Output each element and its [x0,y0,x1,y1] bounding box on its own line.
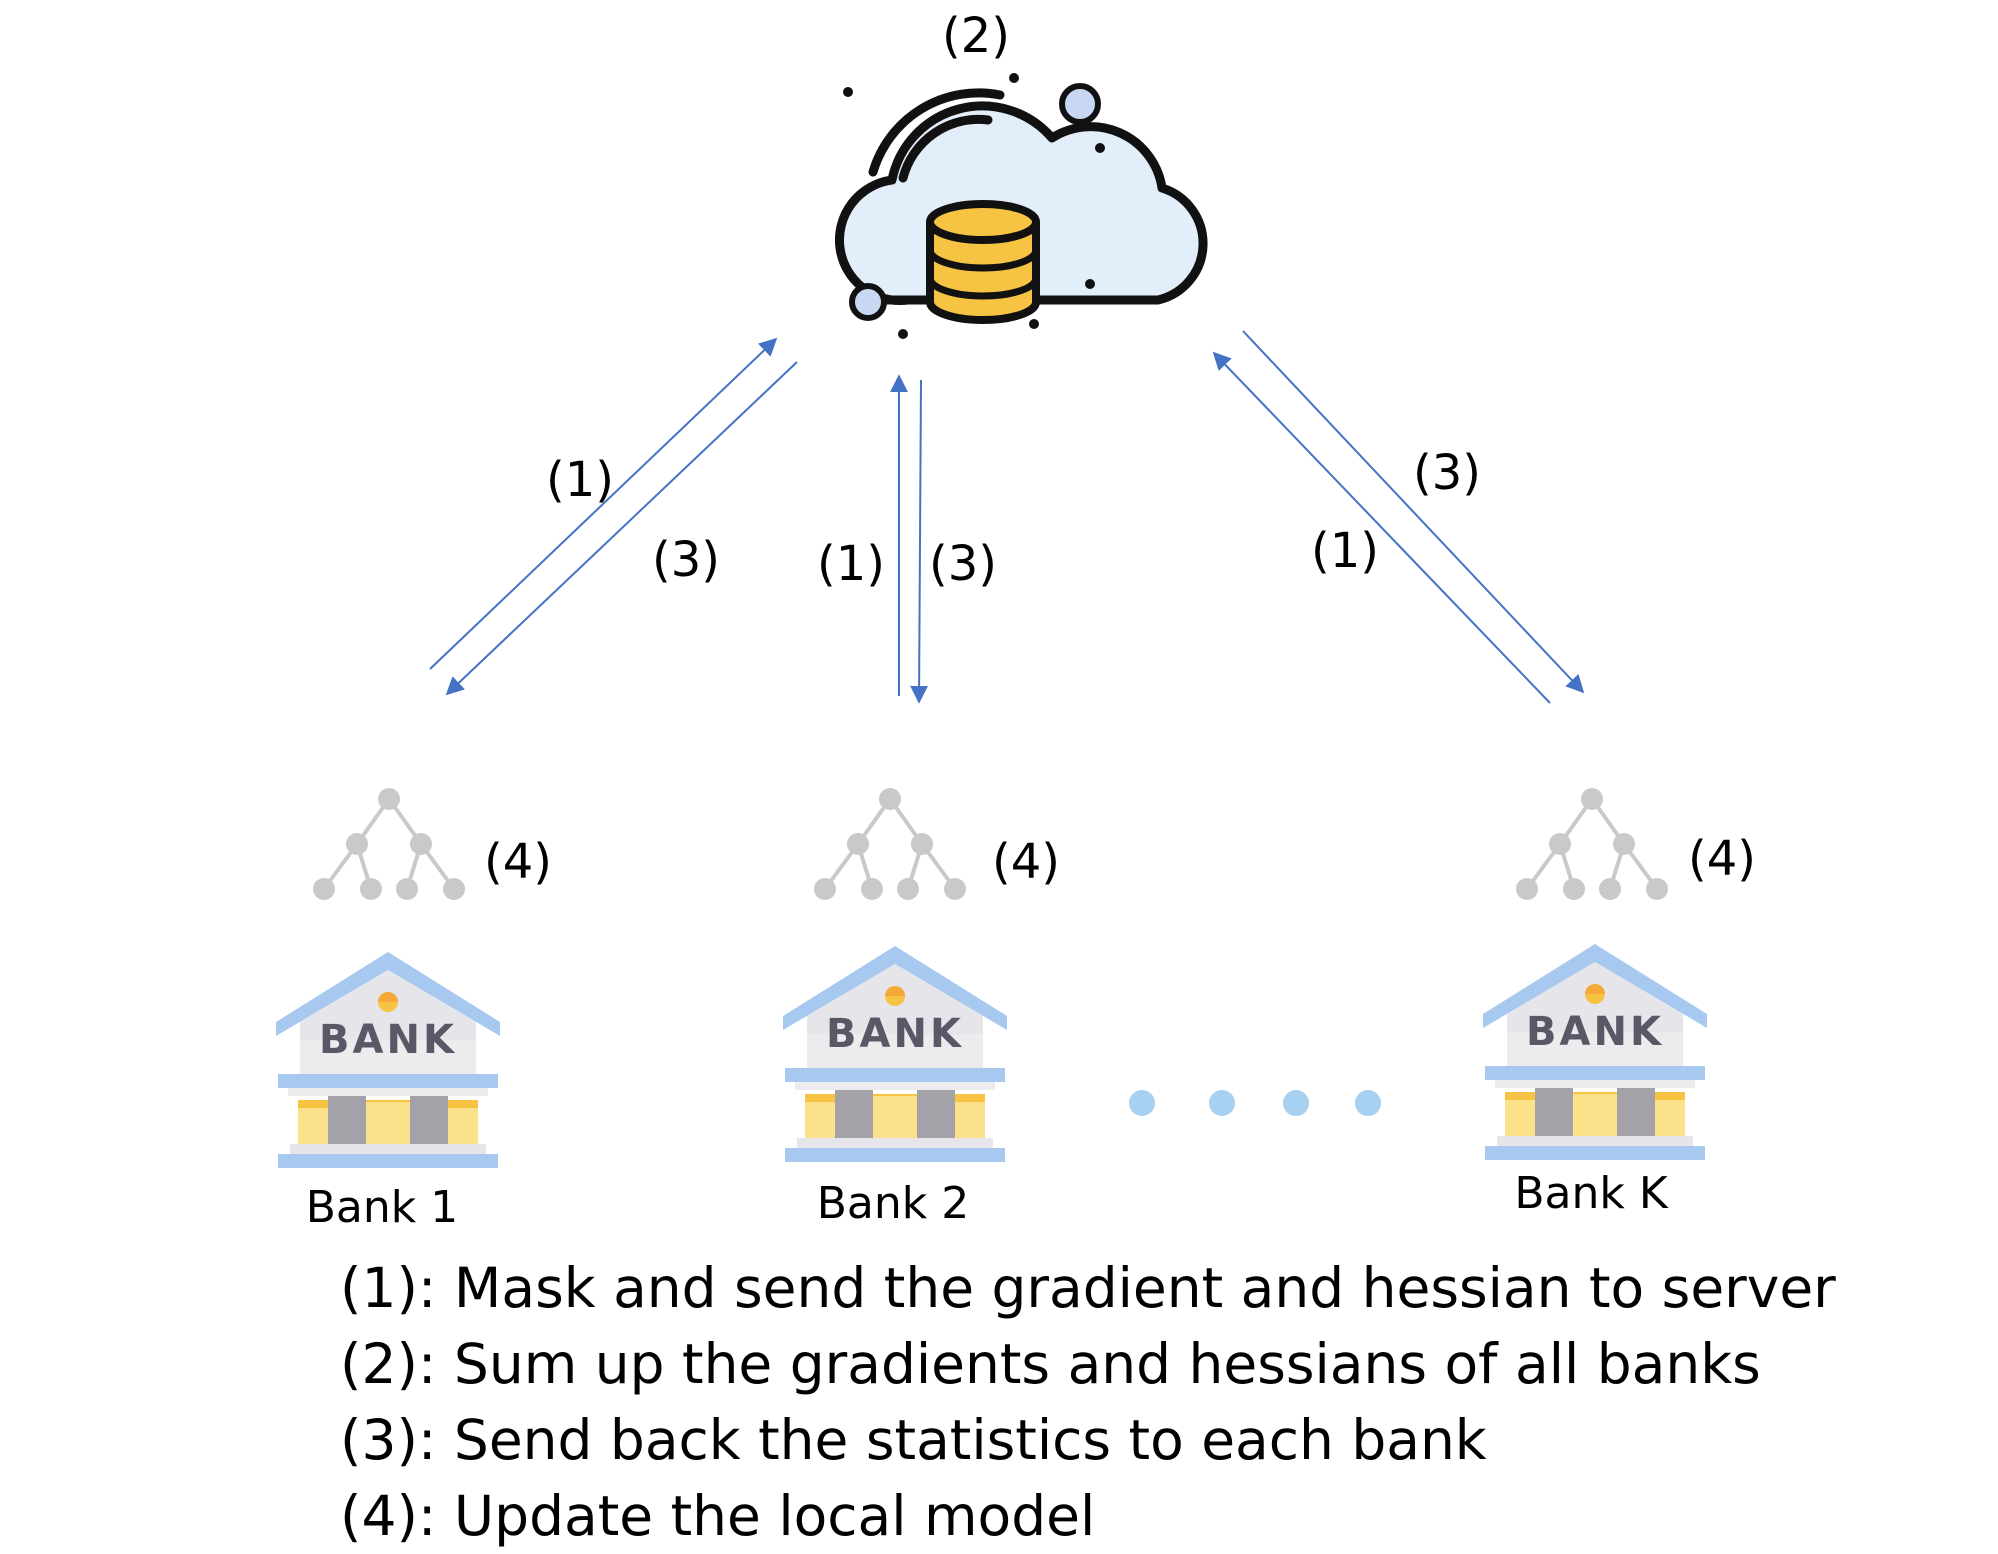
link1-up-label: (1) [546,452,614,508]
cloud-database-icon [834,73,1208,339]
wifi-arc-inner [898,114,993,183]
bankk-name: Bank K [1514,1168,1669,1219]
server-step-label: (2) [942,8,1010,64]
arrow-bank1-to-server [429,337,778,670]
legend-step-2: (2): Sum up the gradients and hessians o… [340,1332,1761,1396]
bubble-bottom-left [849,283,887,321]
link1-down-label: (3) [652,532,720,588]
bank2-sign: BANK [826,1011,964,1057]
sparkle-dots [843,73,1105,339]
dots-ellipsis-icon [1129,1090,1381,1116]
database-icon [926,200,1040,324]
bubble-top-right [1059,83,1101,125]
tree-model-icon-bank2 [812,786,968,902]
wifi-arc-outer [868,88,1005,177]
bank2-name: Bank 2 [817,1178,970,1229]
legend-step-1: (1): Mask and send the gradient and hess… [340,1256,1836,1320]
link3-up-label: (1) [1311,523,1379,579]
tree-model-icon-bankk [1514,786,1670,902]
bank1-sign: BANK [319,1017,457,1063]
legend-step-4: (4): Update the local model [340,1484,1096,1548]
link3-down-label: (3) [1413,445,1481,501]
arrow-bankk-to-server [1212,351,1551,704]
legend-step-3: (3): Send back the statistics to each ba… [340,1408,1487,1472]
arrow-server-to-bank2 [910,379,929,704]
bank2-step-label: (4) [992,834,1060,890]
link2-up-label: (1) [817,536,885,592]
bank1-name: Bank 1 [306,1182,459,1233]
tree-model-icon-bank1 [311,786,467,902]
bankk-sign: BANK [1526,1009,1664,1055]
link2-down-label: (3) [929,536,997,592]
bankk-step-label: (4) [1688,831,1756,887]
arrow-server-to-bank1 [445,361,798,696]
arrow-server-to-bankk [1242,330,1585,694]
bank1-step-label: (4) [484,834,552,890]
legend: (1): Mask and send the gradient and hess… [340,1250,1836,1554]
